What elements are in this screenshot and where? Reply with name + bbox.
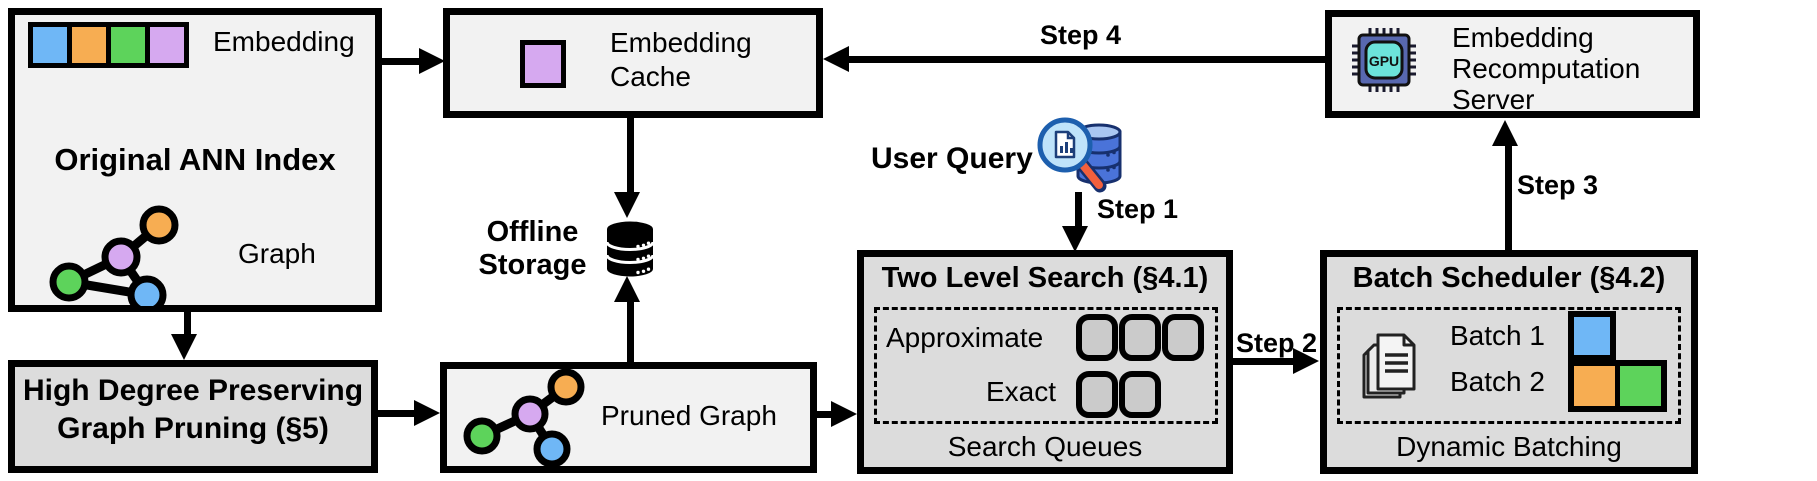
arrow-pruning-to-pruned-line (378, 410, 418, 417)
queue-slot-icon (1162, 314, 1204, 361)
exact-queue-icons (1076, 371, 1161, 418)
batch2-label: Batch 2 (1450, 366, 1545, 397)
batch1-square-blue (1568, 311, 1616, 361)
pruned-graph-label: Pruned Graph (601, 400, 777, 431)
approximate-queue-icons (1076, 314, 1204, 361)
embedding-square-purple (145, 22, 189, 68)
queue-slot-icon (1076, 314, 1118, 361)
pruned-graph-box (440, 362, 817, 473)
arrow-cache-to-storage-line (627, 118, 634, 194)
embedding-cache-box (443, 8, 823, 118)
gpu-chip-text: GPU (1369, 53, 1399, 69)
database-icon (605, 221, 655, 277)
batch1-label: Batch 1 (1450, 320, 1545, 351)
cached-embedding-square-icon (520, 40, 566, 88)
recomputation-server-label: Embedding Recomputation Server (1452, 22, 1641, 115)
pruned-graph-icon (463, 368, 585, 468)
arrow-ann-to-cache-head (419, 48, 445, 74)
arrow-cache-to-storage-head (614, 192, 640, 218)
graph-icon (49, 205, 179, 306)
approximate-label: Approximate (886, 322, 1044, 353)
arrow-ann-to-cache-line (381, 58, 421, 65)
search-queues-dashed-region (874, 307, 1218, 424)
step4-label: Step 4 (1040, 20, 1122, 50)
user-query-icon (1037, 117, 1122, 193)
batch2-square-orange (1574, 366, 1615, 406)
arrow-pruned-to-search-line (817, 411, 835, 418)
batch2-square-green (1620, 366, 1661, 406)
arrow-step1-line (1075, 192, 1082, 228)
step3-label: Step 3 (1517, 170, 1599, 200)
embedding-square-blue (28, 22, 72, 68)
step2-label: Step 2 (1236, 328, 1318, 358)
arrow-step3-head (1492, 120, 1518, 146)
dynamic-batching-dashed-region (1337, 307, 1681, 424)
arrow-step2-line (1233, 358, 1295, 365)
arrow-ann-to-pruning-head (171, 334, 197, 360)
graph-pruning-box (8, 360, 378, 473)
arrow-pruned-to-storage-line (627, 300, 634, 362)
dynamic-batching-caption: Dynamic Batching (1396, 431, 1622, 462)
embedding-cache-label: Embedding Cache (610, 27, 752, 92)
gpu-chip-icon: GPU (1352, 28, 1416, 92)
user-query-label: User Query (871, 142, 1033, 175)
arrow-ann-to-pruning-line (184, 312, 191, 336)
arrow-step4-line (847, 56, 1325, 63)
embedding-vector-icon (28, 22, 189, 68)
embedding-label: Embedding (213, 26, 355, 57)
queue-slot-icon (1119, 314, 1161, 361)
arrow-pruned-to-storage-head (614, 276, 640, 302)
arrow-step2-head (1293, 348, 1319, 374)
batch2-squares (1568, 360, 1667, 412)
queue-slot-icon (1119, 371, 1161, 418)
graph-pruning-label: High Degree Preserving Graph Pruning (§5… (22, 374, 364, 445)
embedding-square-green (106, 22, 150, 68)
exact-label: Exact (986, 376, 1057, 407)
batch-scheduler-title: Batch Scheduler (§4.2) (1352, 262, 1666, 294)
queue-slot-icon (1076, 371, 1118, 418)
arrow-pruned-to-search-head (831, 401, 857, 427)
graph-label: Graph (238, 238, 316, 269)
two-level-search-title: Two Level Search (§4.1) (881, 262, 1209, 294)
arrow-pruning-to-pruned-head (414, 400, 440, 426)
documents-icon (1362, 333, 1416, 399)
two-level-search-box (857, 250, 1233, 474)
embedding-square-orange (67, 22, 111, 68)
offline-storage-label: Offline Storage (478, 216, 587, 281)
search-queues-caption: Search Queues (947, 431, 1143, 462)
original-ann-title: Original ANN Index (54, 142, 336, 177)
arrow-step3-line (1505, 144, 1512, 250)
arrow-step4-head (823, 46, 849, 72)
step1-label: Step 1 (1097, 194, 1179, 224)
arrow-step1-head (1062, 226, 1088, 252)
